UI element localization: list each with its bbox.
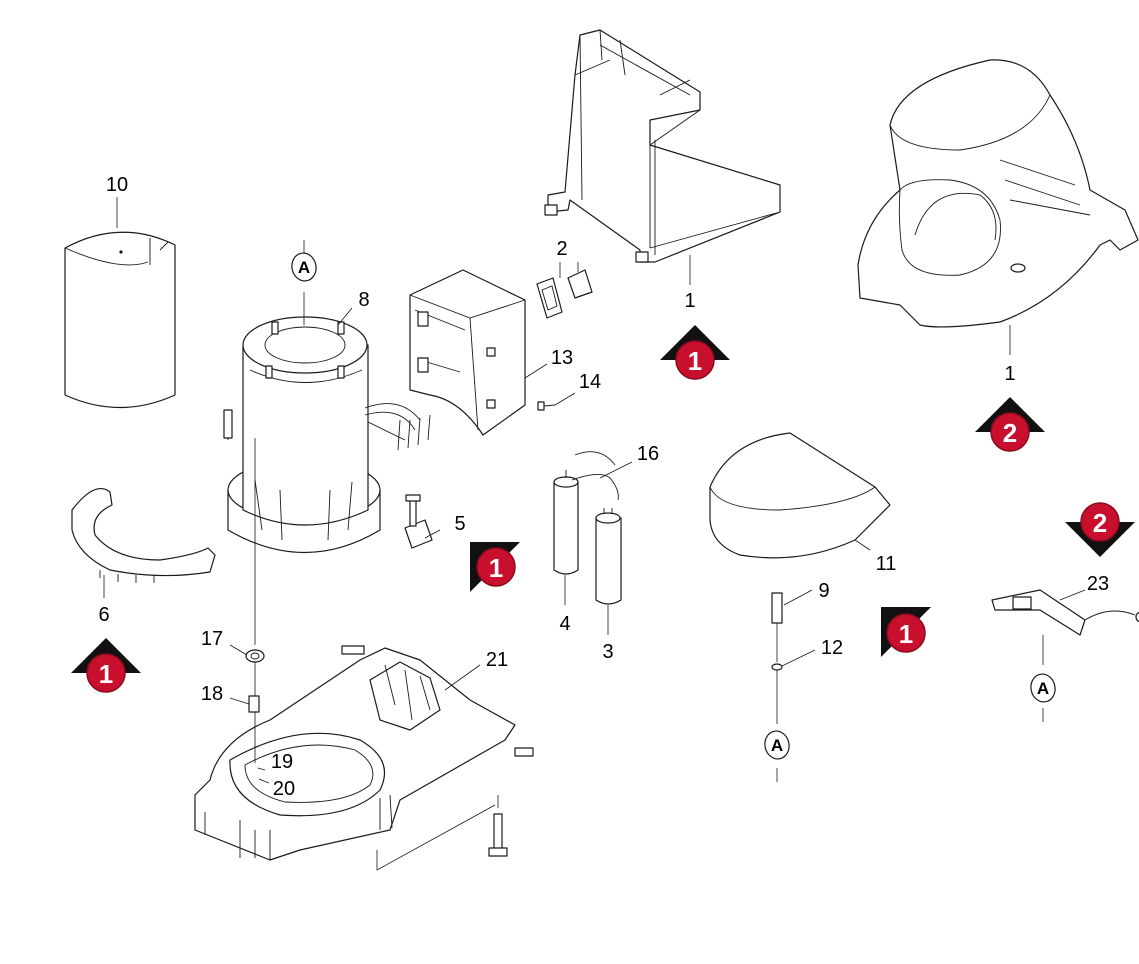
part-3-capacitor — [595, 508, 622, 605]
part-10-sleeve — [64, 231, 176, 408]
part-12-washer — [771, 663, 783, 671]
part-17-bushing — [245, 649, 265, 663]
callout-10: 10 — [106, 174, 128, 196]
callout-14: 14 — [579, 371, 601, 393]
marker-2-down: 2 — [1065, 502, 1135, 557]
ref-a-mid: A — [764, 730, 790, 760]
callout-20: 20 — [273, 778, 295, 800]
part-13-terminal-cover — [409, 269, 526, 436]
marker-1-right: 1 — [881, 607, 931, 657]
part-21-base — [194, 645, 534, 861]
callout-1-top: 1 — [684, 290, 695, 312]
marker-1-low: 1 — [71, 638, 141, 693]
part-1-cover — [857, 59, 1139, 328]
callout-12: 12 — [821, 637, 843, 659]
marker-2-down-label: 2 — [1093, 508, 1107, 538]
callout-18: 18 — [201, 683, 223, 705]
callout-17: 17 — [201, 628, 223, 650]
ref-a-right: A — [1030, 673, 1056, 703]
callout-5: 5 — [454, 513, 465, 535]
callout-3: 3 — [602, 641, 613, 663]
callout-6: 6 — [98, 604, 109, 626]
leader-lines — [103, 197, 1086, 871]
part-9-pin — [771, 592, 783, 624]
callout-23: 23 — [1087, 573, 1109, 595]
callout-13: 13 — [551, 347, 573, 369]
ref-a-top-label: A — [298, 258, 310, 277]
callout-9: 9 — [818, 580, 829, 602]
marker-1-mid: 1 — [470, 542, 520, 592]
callout-16: 16 — [637, 443, 659, 465]
callout-4: 4 — [559, 613, 570, 635]
part-14-screw — [537, 401, 556, 411]
callout-8: 8 — [358, 289, 369, 311]
marker-1-mid-label: 1 — [489, 553, 503, 583]
marker-1-right-label: 1 — [899, 619, 913, 649]
marker-1-low-label: 1 — [99, 659, 113, 689]
ref-a-right-label: A — [1037, 679, 1049, 698]
part-8-motor — [223, 316, 431, 553]
part-5-bracket — [404, 494, 433, 549]
part-1-bracket — [544, 29, 781, 263]
part-23-plate — [991, 589, 1139, 636]
marker-2-up: 2 — [975, 397, 1045, 452]
part-4-capacitor — [553, 451, 619, 575]
marker-1-top: 1 — [660, 325, 730, 380]
callout-2: 2 — [556, 238, 567, 260]
bolt — [488, 813, 508, 857]
part-2-switch — [536, 269, 593, 319]
marker-2-up-label: 2 — [1003, 418, 1017, 448]
callout-11: 11 — [876, 553, 897, 575]
callout-21: 21 — [486, 649, 508, 671]
part-18-spacer — [248, 695, 260, 713]
marker-1-top-label: 1 — [688, 346, 702, 376]
ref-a-top: A — [291, 252, 317, 282]
part-11-seat — [709, 432, 891, 559]
callout-1-right: 1 — [1004, 363, 1015, 385]
callout-19: 19 — [271, 751, 293, 773]
part-6-ring — [71, 488, 216, 583]
ref-a-mid-label: A — [771, 736, 783, 755]
